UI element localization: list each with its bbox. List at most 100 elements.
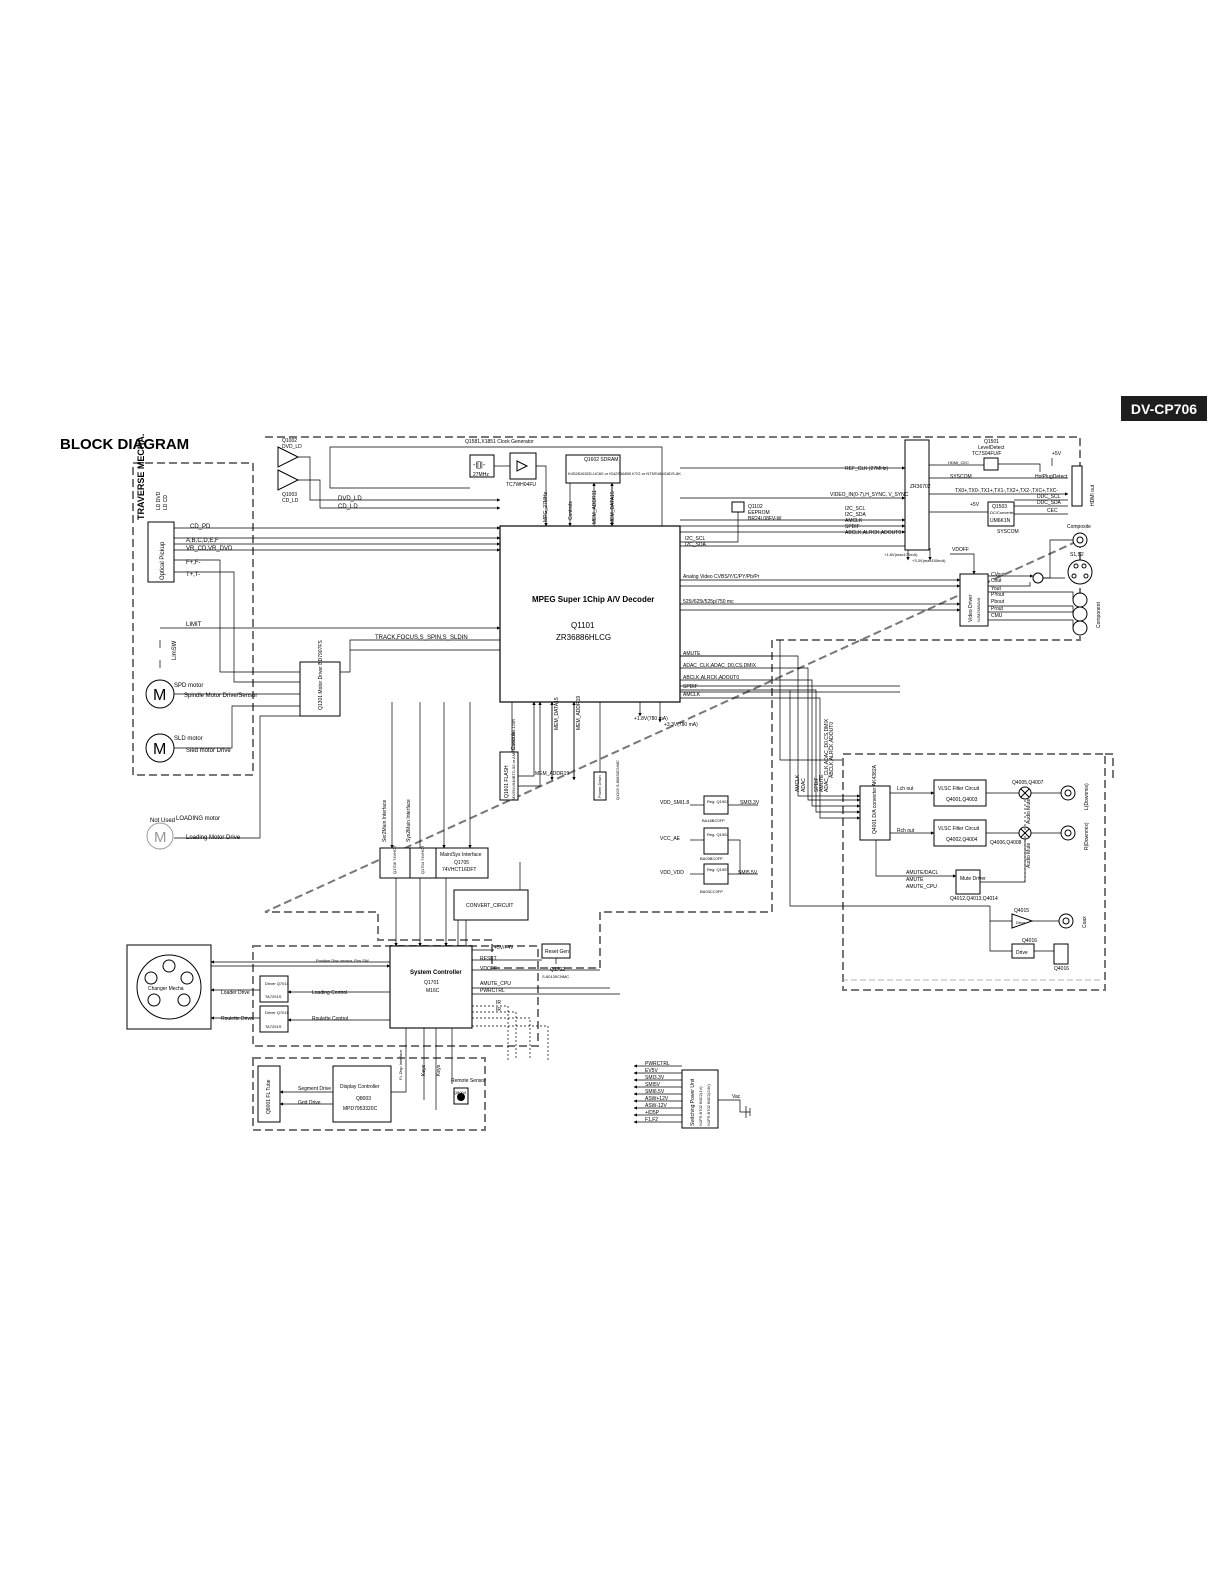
q1301-label: Q1301 Motor Driver BD7907FS: [318, 640, 324, 710]
loader-drive-label: Loader Drive: [221, 990, 250, 996]
optical-pickup: [147, 521, 175, 583]
hdmi-wires: [929, 458, 1069, 515]
changer-section: Changer Mecha Driver Q7014 TA7291S Drive…: [126, 944, 369, 1033]
track-focus-label: TRACK,FOCUS,S_SPIN,S_SLDIN: [375, 635, 468, 641]
sled-motor-symbol: M: [153, 741, 166, 758]
tc7s-label: TC7S04FU/F: [972, 451, 1001, 457]
mpeg-decoder-title: MPEG Super 1Chip A/V Decoder: [532, 595, 654, 604]
rch-out-label: Rch out: [897, 828, 915, 834]
ir2-label: IR: [496, 1007, 501, 1013]
s-video-pin-3: [1071, 573, 1077, 579]
syscon-boundary: [252, 945, 539, 1047]
psu-line-label: ASW+12V: [645, 1096, 669, 1102]
q1704-label: Q1704 74VHCT: [420, 845, 425, 874]
mute-switch-l-x: [1020, 788, 1030, 798]
video-driver-part: NJM2585AV8: [976, 597, 981, 622]
i2c-sda-label: I2C_SDA: [685, 542, 707, 548]
system-controller-section: Q1706 74VHCT Q1704 74VHCT Main/Sys Inter…: [379, 799, 571, 1029]
fl-disp-label: FL Disp Interface: [398, 1049, 403, 1080]
traverse-wires: [159, 456, 501, 839]
pwrctrl-label: PWRCTRL: [480, 988, 505, 994]
audio-dac-q4001: [859, 785, 891, 841]
sdram-parts: K4S281632D-UC60 or IS42S16800 KTG or NT5…: [568, 471, 681, 476]
psu-line-label: PWRCTRL: [645, 1061, 670, 1067]
s80-label: S-80130CNMC: [542, 974, 569, 979]
component-label: Component: [1096, 602, 1102, 628]
focus-signal: F+,F-: [186, 560, 201, 566]
driver2-label: Driver Q7015: [265, 1010, 290, 1015]
vlsc1-q-label: Q4001,Q4003: [946, 797, 978, 803]
grid-drive-label: Grid Drive: [298, 1100, 321, 1106]
q4005-label: Q4005,Q4007: [1012, 780, 1044, 786]
psu-line-label: SMI3.3V: [645, 1075, 665, 1081]
page-title: BLOCK DIAGRAM: [60, 436, 190, 453]
amclk2-label: AMCLK: [845, 518, 863, 524]
display-ctrl-label: Display Controller: [340, 1084, 380, 1090]
audio-jack-l-inner: [1064, 789, 1072, 797]
system-controller-wires: [390, 702, 620, 1060]
mute-driver: [955, 869, 981, 895]
display-controller-q8003: [332, 1065, 392, 1123]
tmds-label: TX0+,TX0-,TX1+,TX1-,TX2+,TX2-,TXC+,TXC-: [955, 488, 1058, 494]
ddc-sda-label: DDC_SDA: [1037, 500, 1062, 506]
audio-section: AMCLK ADAC SPDIF AMUTE ADAC_CLK,ADAC_D0,…: [795, 718, 1090, 972]
q1902-label: Reg. Q1902: [707, 832, 729, 837]
ntsc-label: 525i/625i/525p/750 mc: [683, 599, 734, 605]
system-controller-q1701: [389, 945, 473, 1029]
roulette-drive-label: Roulette Drive: [221, 1016, 253, 1022]
dvd-ld-signal: DVD_LD: [338, 496, 362, 502]
main-sys-interface-q1705: [435, 847, 489, 879]
not-used-label: Not Used: [150, 818, 175, 824]
q1002-label: Q1002: [282, 438, 297, 444]
track-signal: T+,T-: [186, 572, 200, 578]
coax-label: Coax: [1082, 916, 1088, 928]
mem-addr3-label: MEM_ADDR19: [576, 696, 582, 730]
q1501-label: Q1501: [984, 439, 999, 445]
drive1-label: Drive: [1016, 920, 1026, 925]
amute-dacl-label: AMUTE/DACL: [906, 870, 938, 876]
vref-label: +5V/+4V: [494, 945, 514, 951]
analog-video-label: Analog Video CVBS/Y/C/PY/Pb/Pr: [683, 574, 760, 580]
clock-gen-label: Q1581,X1851 Clock Generator: [465, 439, 534, 445]
ba2-label: BA03BC0FP: [700, 856, 723, 861]
tray-slot-3: [177, 993, 191, 1007]
abclk-v-label: ABCLK,ALRCK,ADOUT0: [829, 722, 835, 778]
front-panel-section: Q8001 FL Tube Segment Drive Grid Drive D…: [257, 1049, 486, 1123]
changer-wires: [210, 960, 391, 1022]
amute-v-label: AMUTE: [819, 774, 825, 792]
mpd-label: MPD7953320C: [343, 1106, 378, 1112]
s-video-pin-1: [1073, 563, 1079, 569]
q1103-label: Q1103 S-80830CNMC: [615, 760, 620, 800]
q8003-label: Q8003: [356, 1096, 371, 1102]
cvout-label: CVout: [991, 572, 1005, 578]
crystal-mhz: 27MHz: [473, 472, 489, 478]
audio-mute-label-1: Audio Mute: [1026, 798, 1032, 824]
loader-driver-q7014: [259, 975, 289, 1003]
hdmi-tx-zr36702: [904, 439, 930, 551]
rmain-label: R(Downmix): [1084, 822, 1090, 850]
tray-slot-1: [162, 959, 176, 973]
cec-label: CEC: [1047, 508, 1058, 514]
video-sync-label: VIDEO_IN(0-7),H_SYNC, V_SYNC: [830, 492, 909, 498]
sys-ctrl-label: System Controller: [410, 970, 462, 976]
main-if-label: Main/Sys Interface: [440, 852, 482, 858]
eeprom-part: BR24L08FV-W: [748, 516, 782, 522]
hdmi-connector: [1071, 465, 1083, 507]
loading-motor: [146, 822, 174, 850]
cd-pd-signal: CD_PD: [190, 524, 211, 530]
controls-label: Controls: [568, 501, 574, 520]
amclk-v-label: AMCLK: [795, 774, 801, 792]
psu-line-label: EV5V: [645, 1068, 658, 1074]
vdd-vdd-label: VDD_VDD: [660, 870, 684, 876]
hdmi-section: ZR36702 REF_CLK (27MHz) VIDEO_IN(0-7),H_…: [830, 439, 1096, 563]
model-badge: DV-CP706: [1121, 396, 1207, 421]
spindle-drive-label: Spindle Motor Drive/Sensor: [184, 693, 257, 699]
smi5-label: SMI5.5V: [738, 870, 758, 876]
mem-addr-label: MEM_ADDR11: [592, 490, 598, 524]
ref-clk-label: REF_CLK (27MHz): [845, 466, 888, 472]
driver1-part: TA7291S: [265, 994, 282, 999]
spdif-v-label: SPDIF: [814, 777, 820, 792]
smi-label: SMI3.3V: [740, 800, 760, 806]
s-video-pin-2: [1081, 563, 1087, 569]
drive2-label: Drive: [1016, 950, 1028, 956]
